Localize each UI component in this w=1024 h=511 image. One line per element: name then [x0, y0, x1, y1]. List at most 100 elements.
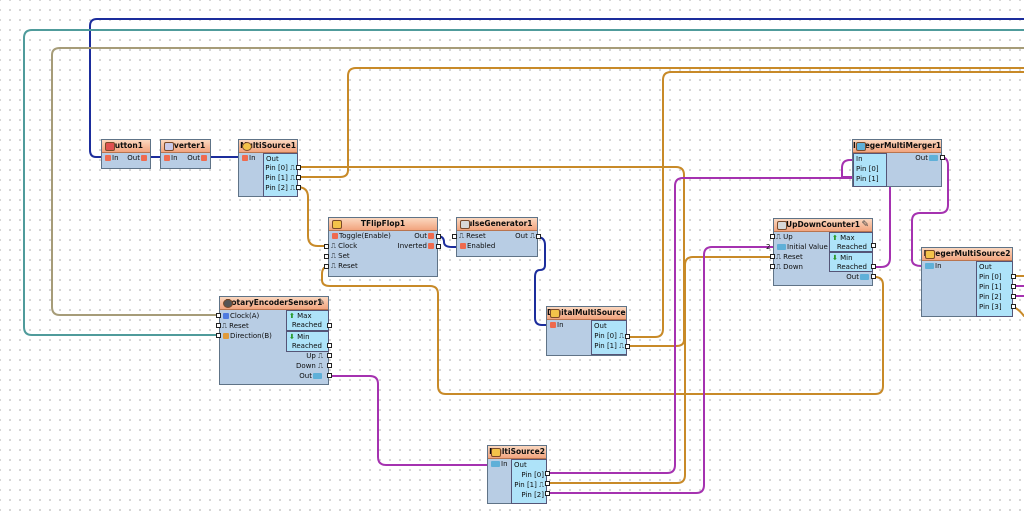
pin-ms1-out2[interactable] [296, 185, 301, 190]
digital-pin-icon [141, 155, 147, 161]
multisource1-title: MultiSource1 [240, 141, 296, 150]
tflipflop1-out-label: Out [414, 232, 435, 241]
wire-orange-ms1-pin2[interactable] [296, 186, 331, 247]
pin-counter-min[interactable] [871, 264, 876, 269]
wire-purple-ms2-pin0[interactable] [545, 177, 854, 474]
rotary1-component[interactable]: RotaryEncoderSensor1✎ Clock(A) ⎍ Reset D… [219, 296, 329, 385]
inverter1-header[interactable]: Inverter1 [161, 140, 210, 153]
pin-ms2-out1[interactable] [545, 481, 550, 486]
pin-pulse-reset[interactable] [452, 234, 457, 239]
pin-digital-out0[interactable] [625, 334, 630, 339]
pin-counter-up[interactable] [770, 234, 775, 239]
arrow-down-icon: ⬇ [832, 254, 838, 262]
multisource1-header[interactable]: MultiSource1 [239, 140, 297, 153]
pin-tff-reset[interactable] [324, 264, 329, 269]
pin-rotary-max[interactable] [327, 323, 332, 328]
pin-rotary-min[interactable] [327, 343, 332, 348]
digital-pin-icon [428, 233, 434, 239]
wire-orange-digital-pin1[interactable] [619, 71, 1024, 338]
rotary1-down-label: Down ⎍ [296, 362, 323, 370]
button1-component[interactable]: Button1 In Out [101, 139, 151, 169]
multisource2-in-label: In [490, 460, 508, 469]
wire-teal-rotary-direction[interactable] [23, 29, 1024, 336]
rotary1-min-reached-label: Reached [291, 342, 322, 350]
pin-counter-max[interactable] [871, 243, 876, 248]
pin-ms2-out2[interactable] [545, 491, 550, 496]
digitalmulti1-header[interactable]: DigitalMultiSource1 [547, 307, 626, 320]
multisource1-component[interactable]: MultiSource1 In Out Pin [0] ⎍ Pin [1] ⎍ … [238, 139, 298, 197]
pin-ms2-out0[interactable] [545, 471, 550, 476]
merger-icon [856, 142, 866, 151]
rotary1-clock-label: Clock(A) [222, 312, 259, 321]
pin-tff-set[interactable] [324, 254, 329, 259]
tflipflop1-reset-label: ⎍ Reset [331, 262, 358, 270]
intmerger1-pin1-label: Pin [1] [856, 175, 879, 183]
multisource2-component[interactable]: MultiSource2 In Out Pin [0] Pin [1] ⎍ Pi… [487, 445, 547, 504]
pin-counter-out[interactable] [871, 274, 876, 279]
tflipflop1-header[interactable]: TFlipFlop1 [329, 218, 437, 231]
button1-header[interactable]: Button1 [102, 140, 150, 153]
digital-pin-icon [201, 155, 207, 161]
digital-pin-icon [242, 155, 248, 161]
pin-tff-out[interactable] [436, 234, 441, 239]
pulsegen1-reset-label: ⎍ Reset [459, 232, 486, 240]
updown1-header[interactable]: UpDownCounter1✎ [774, 219, 872, 232]
tflipflop1-toggle-label: Toggle(Enable) [331, 232, 391, 241]
pin-rotary-direction[interactable] [216, 333, 221, 338]
wire-orange-ms2-pin1[interactable] [545, 256, 776, 484]
wire-orange-tff-reset[interactable] [321, 265, 884, 395]
pin-digital-out1[interactable] [625, 344, 630, 349]
intmerger1-in-box: In Pin [0] Pin [1] [853, 153, 887, 187]
inverter1-component[interactable]: Inverter1 In Out [160, 139, 211, 169]
intmerger1-component[interactable]: IntegerMultiMerger1 In Pin [0] Pin [1] O… [852, 139, 942, 187]
wrench-icon[interactable]: ✎ [317, 298, 325, 308]
counter-icon [777, 221, 787, 230]
multisource2-header[interactable]: MultiSource2 [488, 446, 546, 459]
pin-ims2-out1[interactable] [1011, 284, 1016, 289]
digitalmulti1-component[interactable]: DigitalMultiSource1 In Out Pin [0] ⎍ Pin… [546, 306, 627, 356]
tflipflop1-set-label: ⎍ Set [331, 252, 350, 260]
wire-purple-rotary-ms2[interactable] [327, 375, 489, 466]
intmerger1-header[interactable]: IntegerMultiMerger1 [853, 140, 941, 153]
pin-ims2-out3[interactable] [1011, 304, 1016, 309]
updown1-title: UpDownCounter1 [785, 220, 861, 229]
wire-purple-ms2-pin2[interactable] [545, 246, 776, 494]
button1-in-label: In [104, 154, 119, 163]
digital-pin-icon [164, 155, 170, 161]
multisource2-pin2-label: Pin [2] [521, 491, 544, 499]
pin-counter-down[interactable] [770, 264, 775, 269]
pin-ms1-out0[interactable] [296, 165, 301, 170]
pin-ims2-out2[interactable] [1011, 294, 1016, 299]
pin-merger-out[interactable] [940, 155, 945, 160]
wrench-icon[interactable]: ✎ [861, 220, 869, 230]
pulsegen1-header[interactable]: PulseGenerator1 [457, 218, 537, 231]
digitalmulti1-out-box: Out Pin [0] ⎍ Pin [1] ⎍ [591, 320, 627, 355]
wire-blue-button[interactable] [89, 18, 1024, 158]
intmultisource2-pin0-label: Pin [0] [979, 273, 1002, 281]
rotary1-header[interactable]: RotaryEncoderSensor1✎ [220, 297, 328, 310]
pin-rotary-reset[interactable] [216, 323, 221, 328]
tflipflop1-component[interactable]: TFlipFlop1 Toggle(Enable) ⎍ Clock ⎍ Set … [328, 217, 438, 277]
pin-tff-clock[interactable] [324, 244, 329, 249]
wire-orange-ms1-pin1[interactable] [296, 67, 1024, 178]
button1-title: Button1 [109, 141, 143, 150]
wire-purple-merger-ims2[interactable] [911, 156, 949, 267]
integer-pin-icon [491, 461, 500, 467]
intmultisource2-header[interactable]: IntegerMultiSource2 [922, 248, 1012, 261]
pin-tff-inverted[interactable] [436, 244, 441, 249]
wire-tan-rotary-clock[interactable] [51, 47, 1024, 316]
pulsegen1-component[interactable]: PulseGenerator1 ⎍ Reset Enabled Out ⎍ [456, 217, 538, 257]
pin-counter-reset[interactable] [770, 254, 775, 259]
pin-rotary-out[interactable] [327, 373, 332, 378]
wire-blue-pulse-digital[interactable] [534, 236, 549, 326]
pin-rotary-up[interactable] [327, 353, 332, 358]
pin-rotary-clock[interactable] [216, 313, 221, 318]
intmultisource2-component[interactable]: IntegerMultiSource2 In Out Pin [0] Pin [… [921, 247, 1013, 317]
intmultisource2-out-label: Out [979, 263, 992, 271]
wire-orange-ms1-pin0[interactable] [296, 166, 685, 347]
pin-ims2-out0[interactable] [1011, 274, 1016, 279]
updown1-component[interactable]: UpDownCounter1✎ ⎍ Up Initial Value ⎍ Res… [773, 218, 873, 286]
pin-pulse-out[interactable] [536, 234, 541, 239]
pin-rotary-down[interactable] [327, 363, 332, 368]
pin-ms1-out1[interactable] [296, 175, 301, 180]
